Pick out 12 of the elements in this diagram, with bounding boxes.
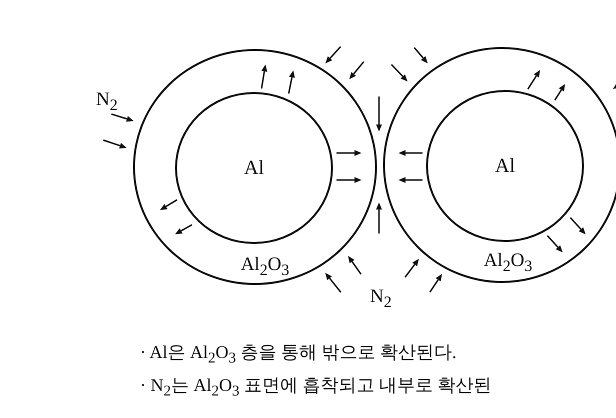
shell-circle — [383, 47, 616, 283]
gas-label: N$_{2}$ — [370, 287, 392, 312]
layer-label: Al$_{2}$O$_{3}$ — [240, 255, 290, 279]
gas-label: N$_{2}$ — [96, 90, 118, 114]
core-circle — [426, 90, 584, 242]
core-label: Al — [244, 158, 264, 178]
layer-label: Al$_{2}$O$_{3}$ — [484, 251, 532, 275]
core-label: Al — [495, 156, 515, 176]
note-text: · N$_{2}$는 Al$_{2}$O$_{3}$ 표면에 흡착되고 내부로 확산된 — [140, 376, 492, 400]
shell-circle — [133, 49, 377, 285]
core-circle — [175, 92, 333, 244]
note-text: · Al은 Al$_{2}$O$_{3}$ 층을 통해 밖으로 확산된다. — [140, 343, 457, 368]
